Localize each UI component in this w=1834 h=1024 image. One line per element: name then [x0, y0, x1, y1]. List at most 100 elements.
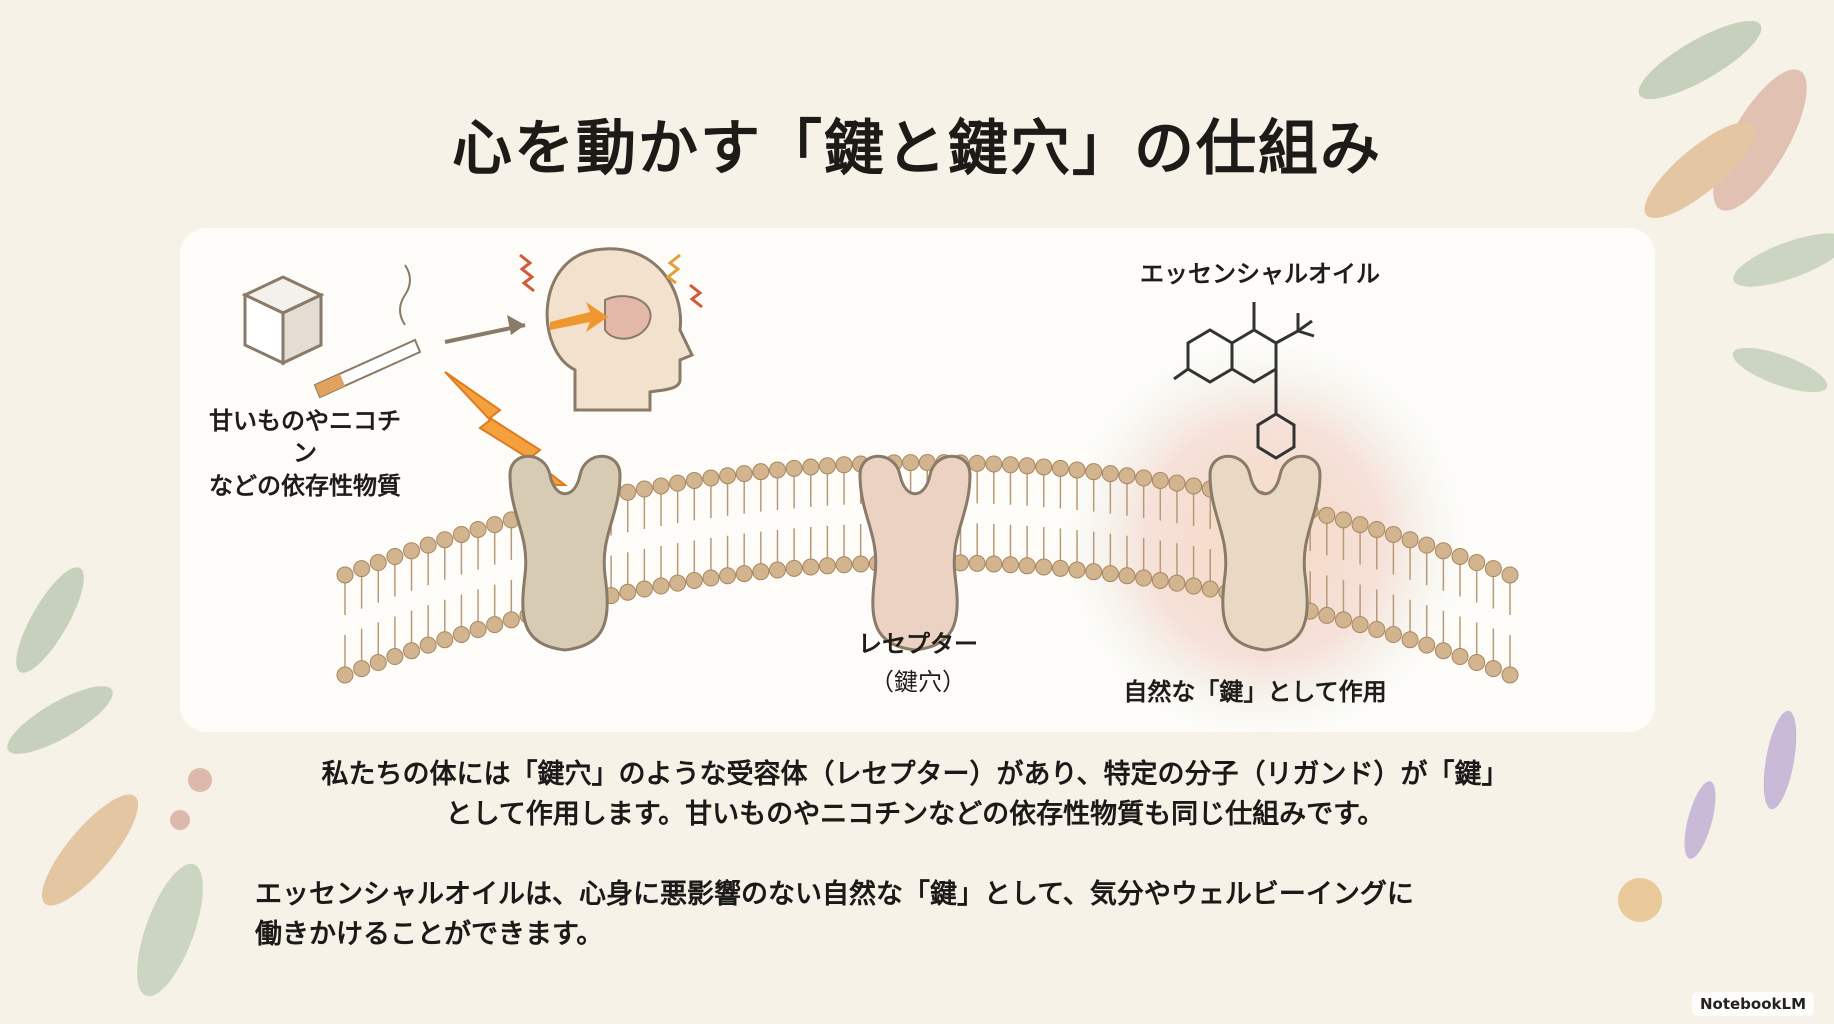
lipid-head — [1151, 472, 1169, 489]
lipid-head — [635, 580, 653, 598]
lipid-head — [685, 572, 703, 589]
lipid-head — [1151, 572, 1169, 589]
lipid-head — [1085, 563, 1103, 581]
paragraph-1-line-1: 私たちの体には「鍵穴」のような受容体（レセプター）があり、特定の分子（リガンド）… — [321, 759, 1509, 790]
lipid-head — [985, 555, 1003, 573]
lipid-head — [369, 654, 387, 672]
body-paragraph-1: 私たちの体には「鍵穴」のような受容体（レセプター）があり、特定の分子（リガンド）… — [180, 755, 1650, 835]
lipid-head — [768, 561, 786, 579]
lipid-head — [752, 563, 770, 581]
lipid-head — [1384, 626, 1402, 643]
lipid-head — [1318, 606, 1336, 624]
lipid-head — [1351, 616, 1369, 634]
receptor-protein — [858, 454, 972, 652]
lipid-head — [1334, 611, 1352, 629]
lipid-head — [353, 560, 371, 578]
lipid-head — [1068, 561, 1086, 579]
lipid-head — [386, 548, 404, 566]
lipid-head — [452, 626, 470, 643]
lipid-head — [802, 458, 820, 476]
lipid-head — [702, 469, 720, 487]
lipid-head — [1401, 631, 1419, 649]
lipid-head — [985, 455, 1003, 473]
lipid-head — [818, 457, 836, 475]
lipid-head — [436, 531, 454, 549]
lipid-head — [419, 636, 437, 654]
lipid-head — [386, 648, 404, 666]
lipid-head — [1168, 574, 1186, 592]
addictive-substances-label: 甘いものやニコチン などの依存性物質 — [200, 405, 410, 502]
lipid-head — [702, 569, 720, 587]
lipid-head — [1318, 506, 1336, 524]
lipid-head — [785, 559, 803, 577]
lipid-head — [652, 477, 670, 495]
addictive-label-line1: 甘いものやニコチン — [209, 407, 401, 468]
lipid-head — [1351, 516, 1369, 534]
lipid-head — [1418, 636, 1436, 654]
lipid-head — [419, 536, 437, 554]
lipid-head — [1484, 660, 1502, 678]
lipid-head — [1168, 474, 1186, 492]
essential-oil-label: エッセンシャルオイル — [1140, 260, 1380, 288]
lipid-head — [403, 642, 421, 660]
lipid-head — [1051, 559, 1069, 577]
lipid-head — [353, 660, 371, 678]
lipid-head — [1035, 458, 1053, 476]
lipid-head — [735, 465, 753, 483]
page-title: 心を動かす「鍵と鍵穴」の仕組み — [452, 114, 1382, 184]
lipid-head — [1118, 467, 1136, 485]
lipid-head — [635, 480, 653, 498]
receptor-label: レセプター — [858, 630, 978, 658]
head-brain-icon — [519, 247, 703, 412]
lipid-head — [735, 565, 753, 583]
lipid-head — [1001, 556, 1019, 574]
lipid-head — [652, 577, 670, 595]
lipid-head — [619, 483, 637, 501]
lipid-head — [1001, 456, 1019, 474]
lipid-head — [469, 520, 487, 538]
notebooklm-badge: NotebookLM — [1691, 992, 1814, 1016]
lipid-head — [818, 557, 836, 575]
lipid-head — [968, 454, 986, 472]
lipid-head — [1401, 531, 1419, 549]
lipid-head — [619, 583, 637, 601]
lipid-head — [1418, 536, 1436, 554]
lipid-head — [902, 454, 920, 472]
lipid-head — [1384, 526, 1402, 543]
lipid-head — [486, 616, 504, 634]
receptor-protein — [1208, 454, 1322, 652]
lipid-head — [452, 526, 470, 543]
lipid-head — [1101, 465, 1119, 483]
lipid-head — [1468, 554, 1486, 572]
lipid-head — [1334, 511, 1352, 529]
lipid-head — [1018, 557, 1036, 575]
lipid-head — [835, 556, 853, 574]
lipid-head — [669, 474, 687, 492]
lipid-head — [1185, 577, 1203, 595]
lipid-head — [369, 554, 387, 572]
lipid-head — [1434, 542, 1452, 560]
receptor-protein — [508, 454, 622, 652]
lipid-head — [1501, 566, 1519, 584]
lipid-head — [403, 542, 421, 560]
lipid-head — [1468, 654, 1486, 672]
lipid-head — [768, 461, 786, 479]
lipid-head — [336, 666, 354, 684]
paragraph-1-line-2: として作用します。甘いものやニコチンなどの依存性物質も同じ仕組みです。 — [445, 799, 1385, 830]
paragraph-2-line-2: 働きかけることができます。 — [255, 919, 604, 950]
lipid-head — [1368, 520, 1386, 538]
lipid-head — [1451, 648, 1469, 666]
lipid-head — [1501, 666, 1519, 684]
lipid-head — [1035, 558, 1053, 576]
cigarette-icon — [313, 264, 422, 399]
lipid-head — [852, 555, 870, 573]
lipid-head — [785, 459, 803, 477]
lipid-head — [1368, 620, 1386, 638]
lipid-head — [1201, 580, 1219, 598]
lipid-head — [1085, 463, 1103, 481]
sugar-cube-icon — [241, 275, 325, 366]
lipid-head — [1101, 565, 1119, 583]
lipid-head — [436, 631, 454, 649]
keyhole-label: （鍵穴） — [870, 668, 966, 696]
addictive-label-line2: などの依存性物質 — [209, 471, 401, 500]
